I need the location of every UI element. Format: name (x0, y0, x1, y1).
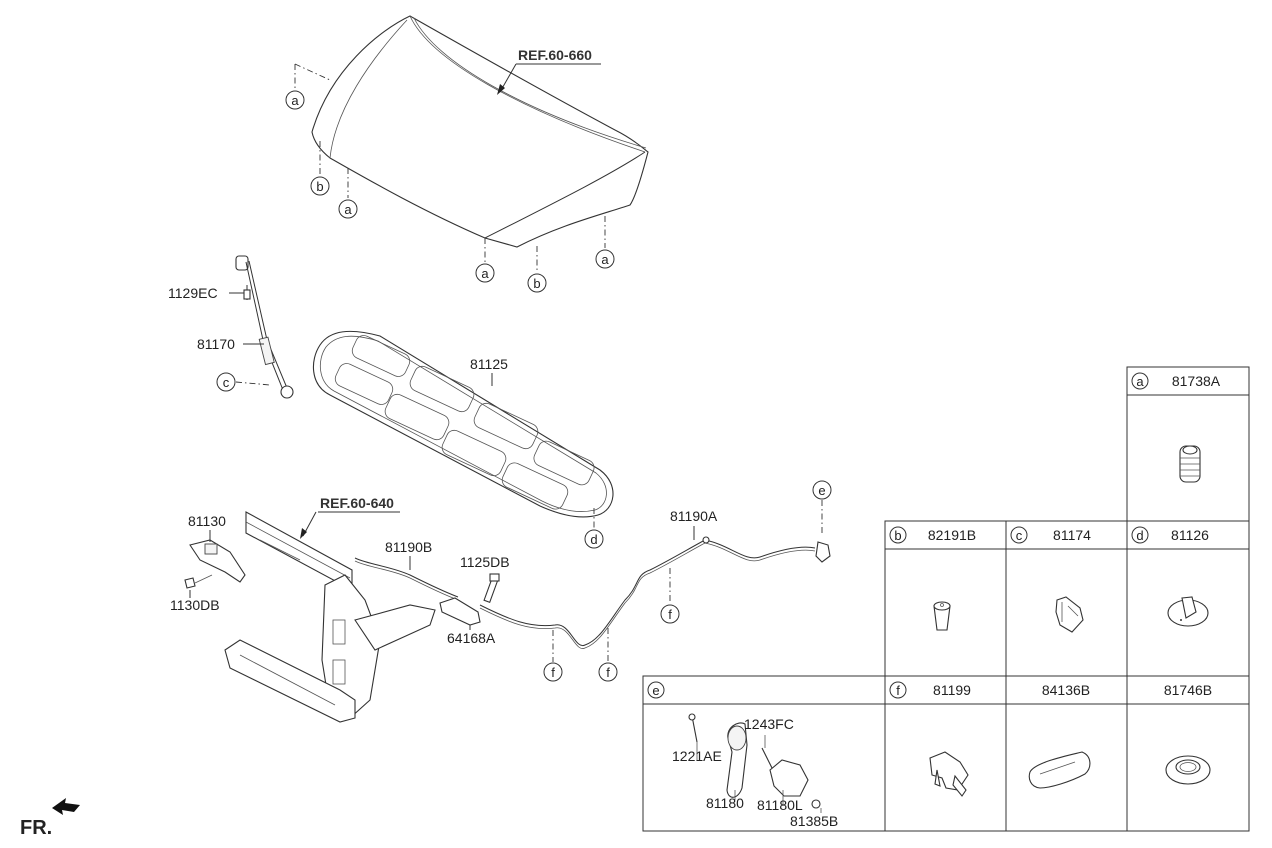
callout-f: f (606, 665, 610, 680)
cable-clip-81199-icon (929, 751, 969, 797)
bumper-81738A-icon (1179, 445, 1201, 483)
bumper-82191B-icon (933, 601, 951, 631)
legend-cell-81746B: 81746B (1164, 682, 1212, 785)
clip-81126-icon (1167, 596, 1209, 627)
legend-part-81199: 81199 (933, 682, 971, 698)
ref-hood-label: REF.60-660 (518, 47, 592, 63)
part-label-1221AE: 1221AE (672, 748, 722, 764)
ref-hood: REF.60-660 (497, 47, 601, 95)
legend-part-82191B: 82191B (928, 527, 976, 543)
legend-key-d: d (1136, 528, 1143, 543)
legend-part-84136B: 84136B (1042, 682, 1090, 698)
callout-b: b (316, 179, 323, 194)
bracket-64168A (439, 597, 481, 626)
legend-key-c: c (1016, 528, 1023, 543)
part-label-64168A: 64168A (447, 630, 496, 646)
legend-cell-e: e 1243FC 1221AE 81180 81180L 81385B (647, 681, 838, 829)
front-arrow-icon (52, 798, 80, 815)
hood-panel (311, 15, 649, 248)
callout-f: f (551, 665, 555, 680)
part-label-81170: 81170 (197, 336, 235, 352)
legend-key-f: f (896, 683, 900, 698)
legend-cell-84136B: 84136B (1028, 682, 1091, 789)
part-label-81125: 81125 (470, 356, 508, 372)
release-cable-81190B (354, 557, 459, 601)
part-label-1125DB: 1125DB (460, 554, 510, 570)
callout-a: a (481, 266, 489, 281)
part-label-1243FC: 1243FC (744, 716, 794, 732)
legend-cell-b: b 82191B (889, 526, 976, 631)
part-label-81130: 81130 (188, 513, 226, 529)
hood-callouts: a b a a b a (285, 63, 615, 293)
part-label-81180: 81180 (706, 795, 744, 811)
legend-part-81738A: 81738A (1172, 373, 1221, 389)
part-label-81385B: 81385B (790, 813, 838, 829)
legend-part-81746B: 81746B (1164, 682, 1212, 698)
clip-81174-icon (1055, 596, 1084, 633)
ref-carrier: REF.60-640 (300, 495, 400, 539)
callout-b: b (533, 276, 540, 291)
hood-lift-strut (235, 255, 294, 399)
callout-a: a (601, 252, 609, 267)
front-end-carrier (224, 511, 436, 723)
legend-key-a: a (1136, 374, 1144, 389)
part-label-1130DB: 1130DB (170, 597, 220, 613)
part-label-81190B: 81190B (385, 539, 432, 555)
legend-cell-a: a 81738A (1131, 372, 1221, 483)
release-cable-81190A (479, 536, 831, 649)
callout-f: f (668, 607, 672, 622)
front-direction-marker: FR. (20, 798, 80, 839)
release-handle-assembly-icon (688, 713, 822, 813)
callout-d: d (590, 532, 597, 547)
callout-c: c (223, 375, 230, 390)
hood-insulator-pad (312, 330, 614, 518)
callout-a: a (344, 202, 352, 217)
bolt-1125DB (483, 573, 500, 604)
legend-key-e: e (652, 683, 659, 698)
legend-part-81174: 81174 (1053, 527, 1091, 543)
legend-table (642, 366, 1250, 832)
part-label-81180L: 81180L (757, 797, 803, 813)
legend-key-b: b (894, 528, 901, 543)
hood-latch (184, 539, 246, 589)
legend-cell-c: c 81174 (1010, 526, 1091, 633)
grommet-81746B-icon (1165, 755, 1211, 785)
callout-e: e (818, 483, 825, 498)
part-label-81190A: 81190A (670, 508, 718, 524)
callout-a: a (291, 93, 299, 108)
legend-part-81126: 81126 (1171, 527, 1209, 543)
legend-cell-f: f 81199 (889, 681, 971, 797)
grommet-84136B-icon (1028, 751, 1091, 789)
legend-cell-d: d 81126 (1131, 526, 1209, 627)
ref-carrier-label: REF.60-640 (320, 495, 394, 511)
part-label-1129EC: 1129EC (168, 285, 218, 301)
fr-label: FR. (20, 817, 52, 839)
